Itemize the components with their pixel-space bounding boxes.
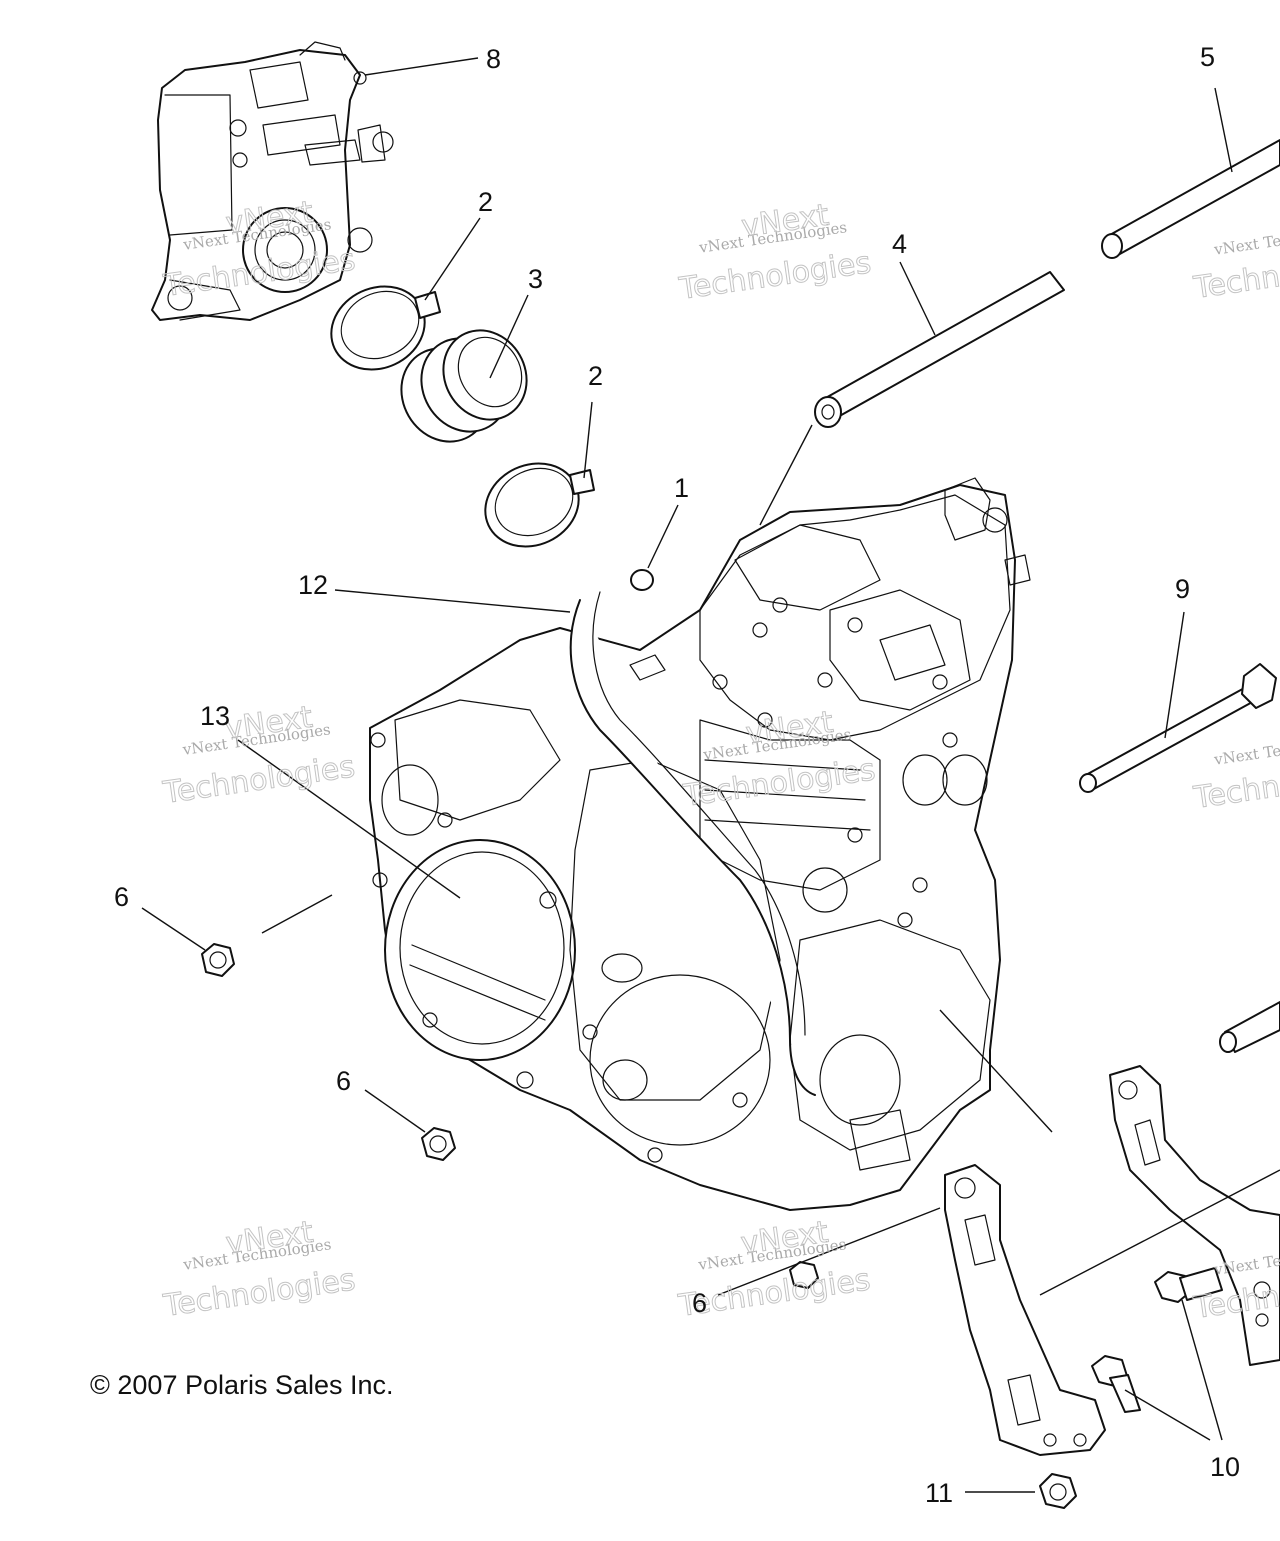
callout-4: 4 [892,229,907,259]
nut-6-lower-illustration [789,1261,819,1289]
mount-bracket-front-illustration [944,1164,1106,1456]
callout-12: 12 [298,570,328,600]
callout-2-lower: 2 [588,361,603,391]
callout-3: 3 [528,264,543,294]
watermark-line1: vNext Technologies [1212,730,1280,769]
plug-illustration [630,569,654,591]
bolt-10-lower-illustration [1091,1355,1141,1413]
watermark-stamp: vNext Technologies vNext Technologies [160,1214,358,1324]
nut-11-illustration [1039,1473,1077,1509]
engine-assembly-illustration [369,477,1031,1211]
callout-11: 11 [925,1478,953,1508]
bolt-10-upper-illustration [1154,1267,1223,1303]
watermark-stamp: vNext Technologies Technologies [1191,220,1280,306]
copyright-notice: © 2007 Polaris Sales Inc. [90,1370,394,1400]
callout-1: 1 [674,473,689,503]
callout-9: 9 [1175,574,1190,604]
callout-8: 8 [486,44,501,74]
callout-2-upper: 2 [478,187,493,217]
callout-6-left: 6 [114,882,129,912]
watermark-line1: vNext Technologies [1212,220,1280,259]
intake-boot-illustration [400,329,528,443]
nut-6-middle-illustration [421,1127,456,1161]
tube-4-illustration [814,271,1065,428]
rod-5-illustration [1101,139,1280,259]
callout-6-middle: 6 [336,1066,351,1096]
callout-13: 13 [200,701,230,731]
watermark-stamp: vNext Technologies vNext Technologies [676,197,874,307]
bolt-9-illustration [1079,663,1280,1053]
watermark-stamp: vNext Technologies Technologies [1191,730,1280,816]
callout-10: 10 [1210,1452,1240,1482]
nut-6-left-illustration [201,943,235,977]
clamp-lower-illustration [484,462,595,548]
callout-5: 5 [1200,42,1215,72]
throttle-body-illustration [151,41,394,321]
watermark-line3: Technologies [160,749,357,811]
watermark-stamp: vNext Technologies vNext Technologies [160,699,358,811]
callout-6-lower: 6 [692,1288,707,1318]
leader-lines [141,57,1280,1493]
mount-bracket-rear-illustration [1109,1065,1280,1366]
clamp-upper-illustration [330,285,441,371]
